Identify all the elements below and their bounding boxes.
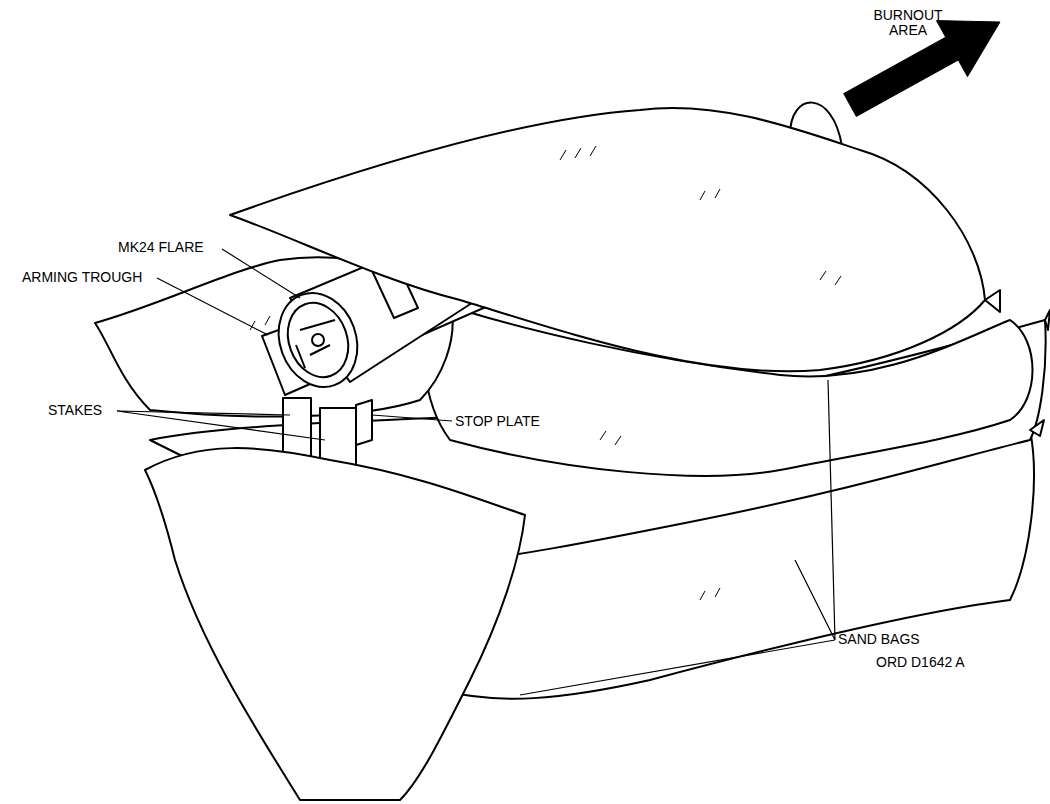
figure-number: ORD D1642 A <box>876 655 965 670</box>
leader-line <box>157 278 268 335</box>
part-label: SAND BAGS <box>838 632 920 647</box>
flare-internals <box>296 320 335 368</box>
flare-end <box>266 282 370 398</box>
part-label: STAKES <box>48 403 102 418</box>
leader-line <box>372 415 452 421</box>
leader-lines <box>117 249 835 695</box>
bag-ear <box>1030 420 1044 436</box>
stop-plate <box>356 400 372 445</box>
leader-line <box>520 380 835 695</box>
part-label: MK24 FLARE <box>118 240 204 255</box>
sand-bag <box>145 448 525 800</box>
part-label: STOP PLATE <box>455 414 540 429</box>
bag-ear <box>985 290 1000 312</box>
leader-line <box>222 249 300 298</box>
bag-ear <box>1045 310 1050 330</box>
top-sandbag <box>230 103 1000 372</box>
area-label: BURNOUT AREA <box>866 8 950 38</box>
flare-end-ring <box>278 294 358 385</box>
leader-line <box>117 411 325 440</box>
sand-bag <box>230 108 985 371</box>
part-label: ARMING TROUGH <box>22 270 142 285</box>
